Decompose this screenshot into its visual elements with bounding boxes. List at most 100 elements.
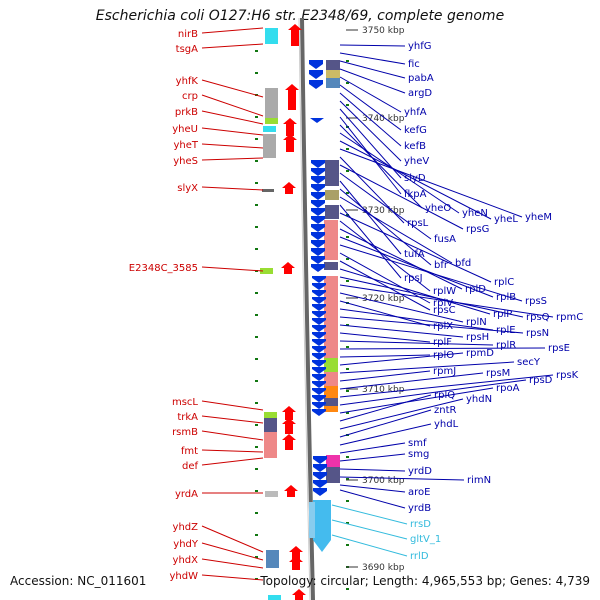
- feature-block: [264, 418, 277, 432]
- right-gene-label: kefB: [404, 141, 426, 152]
- left-gene-label: yheS: [173, 156, 198, 167]
- feature-block: [260, 268, 273, 274]
- rna-gene-label: rrsD: [410, 519, 431, 530]
- tick-mark: [346, 522, 349, 524]
- right-gene-label: fic: [408, 59, 420, 70]
- tick-mark: [255, 248, 258, 250]
- right-connector: [339, 60, 406, 79]
- reverse-gene-arrow: [309, 60, 323, 69]
- right-gene-label: rplV: [433, 298, 453, 309]
- right-connector: [339, 370, 431, 382]
- right-gene-label: rpsQ: [526, 312, 550, 323]
- reverse-gene-arrow: [312, 332, 326, 339]
- left-gene-label: yhdX: [173, 555, 199, 566]
- left-connector: [201, 558, 264, 569]
- right-gene-label: yheN: [462, 208, 488, 219]
- left-connector: [201, 542, 264, 561]
- right-gene-label: yheL: [494, 214, 518, 225]
- tick-mark: [255, 50, 258, 52]
- genome-title: Escherichia coli O127:H6 str. E2348/69, …: [95, 8, 505, 24]
- right-connector: [339, 148, 523, 218]
- right-connector: [339, 76, 402, 113]
- right-connector: [339, 387, 494, 414]
- reverse-gene-arrow: [311, 176, 325, 184]
- gene-labels: nirBtsgAyhfKcrpprkByheUyheTyheSslyXE2348…: [129, 29, 583, 582]
- scale-label: 3720 kbp: [362, 294, 405, 304]
- scale-label: 3730 kbp: [362, 206, 405, 216]
- feature-block: [324, 386, 338, 398]
- feature-block: [326, 78, 340, 88]
- right-gene-label: rpsN: [526, 328, 549, 339]
- right-gene-label: rplQ: [434, 390, 455, 401]
- tick-mark: [346, 258, 349, 260]
- right-connector: [339, 220, 431, 292]
- rna-gene-label: rrlD: [410, 551, 429, 562]
- right-gene-label: yheM: [525, 212, 552, 223]
- right-connector: [339, 100, 402, 162]
- tick-mark: [255, 336, 258, 338]
- left-connector: [201, 110, 264, 125]
- right-connector: [339, 423, 432, 446]
- right-connector: [339, 92, 402, 147]
- reverse-gene-arrow: [312, 311, 326, 318]
- reverse-gene-arrow: [311, 224, 325, 232]
- tick-mark: [255, 358, 258, 360]
- left-connector: [201, 449, 264, 453]
- tick-mark: [255, 72, 258, 74]
- reverse-gene-arrow: [311, 184, 325, 192]
- label-connectors: [201, 27, 554, 581]
- right-gene-label: rplC: [494, 277, 514, 288]
- tick-mark: [255, 468, 258, 470]
- tick-mark: [346, 412, 349, 414]
- right-connector: [339, 260, 431, 311]
- reverse-gene-arrow: [311, 232, 325, 240]
- tick-mark: [346, 588, 349, 590]
- reverse-gene-arrow: [311, 216, 325, 224]
- left-gene-label: yhdY: [173, 539, 199, 550]
- right-connector: [339, 332, 431, 343]
- right-connector: [339, 164, 464, 230]
- right-connector: [339, 352, 464, 366]
- feature-block: [324, 398, 338, 406]
- left-connector: [201, 127, 264, 136]
- tick-mark: [346, 368, 349, 370]
- feature-block: [326, 70, 340, 78]
- feature-block: [324, 220, 338, 260]
- right-connector: [339, 228, 463, 290]
- reverse-gene-arrow: [313, 488, 327, 496]
- forward-gene-arrow: [285, 84, 299, 110]
- reverse-gene-arrow: [311, 264, 325, 272]
- tick-mark: [346, 280, 349, 282]
- right-connector: [339, 84, 402, 131]
- feature-block: [265, 118, 278, 124]
- feature-block: [268, 595, 281, 600]
- reverse-gene-arrow: [312, 402, 326, 409]
- right-connector: [339, 394, 432, 422]
- reverse-gene-arrow: [312, 339, 326, 346]
- right-gene-label: smf: [408, 438, 427, 449]
- reverse-gene-arrow: [312, 318, 326, 325]
- scale-label: 3710 kbp: [362, 385, 405, 395]
- forward-gene-arrow: [288, 24, 302, 46]
- left-connector: [201, 266, 264, 272]
- feature-block: [326, 467, 340, 483]
- accession-text: Accession: NC_011601: [10, 574, 147, 588]
- right-gene-label: slyD: [404, 173, 426, 184]
- reverse-gene-arrow: [312, 374, 326, 381]
- right-connector: [339, 44, 406, 47]
- feature-block: [263, 134, 276, 158]
- right-connector: [339, 140, 492, 220]
- right-gene-label: rplR: [496, 340, 516, 351]
- right-connector: [339, 292, 464, 323]
- right-connector: [339, 188, 432, 266]
- right-gene-label: rplO: [433, 350, 454, 361]
- right-connector: [339, 409, 432, 438]
- tick-mark: [346, 104, 349, 106]
- reverse-gene-arrow: [311, 192, 325, 200]
- feature-block: [324, 372, 338, 386]
- right-gene-label: aroE: [408, 487, 430, 498]
- left-connector: [201, 94, 264, 117]
- right-connector: [339, 108, 402, 179]
- right-gene-label: rpmJ: [433, 366, 456, 377]
